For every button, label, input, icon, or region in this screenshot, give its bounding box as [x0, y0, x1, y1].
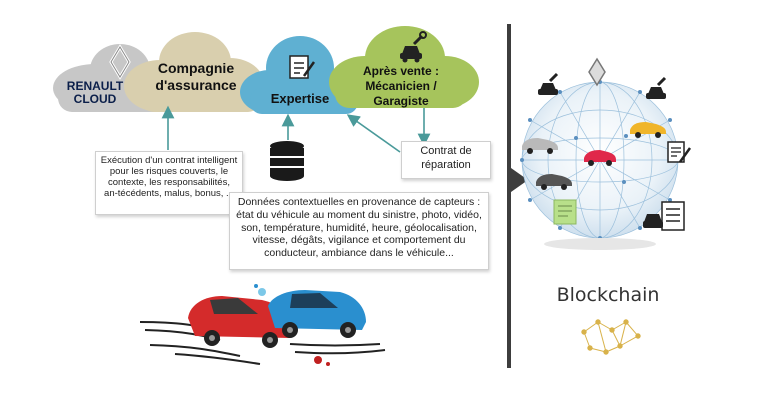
car-wrench-icon: [400, 31, 427, 63]
sensor-data-box: Données contextuelles en provenance de c…: [229, 192, 489, 270]
car-wrench-icon-right: [646, 76, 667, 99]
car-wrench-icon-left: [538, 72, 559, 95]
aftersales-label-line1: Après vente :: [362, 64, 440, 78]
divider-pointer: [511, 168, 528, 192]
renault-cloud-label: RENAULT CLOUD: [60, 80, 130, 106]
repair-contract-box: Contrat de réparation: [401, 141, 491, 179]
renault-label-line2: CLOUD: [73, 92, 117, 106]
smart-contract-box: Exécution d'un contrat intelligent pour …: [95, 151, 243, 215]
note-icon: [553, 199, 577, 225]
blockchain-network-icon: [581, 319, 641, 355]
skid-marks: [139, 321, 386, 365]
repair-contract-text: Contrat de réparation: [420, 145, 472, 171]
connector-arrows: [161, 105, 431, 153]
document-pen-icon-globe: [667, 141, 692, 163]
insurance-cloud-label: Compagnie d'assurance: [150, 60, 242, 94]
insurance-label-line2: d'assurance: [155, 77, 237, 93]
document-pen-icon: [289, 55, 316, 79]
aftersales-cloud-label: Après vente : Mécanicien / Garagiste: [336, 64, 466, 109]
renault-logo: [109, 44, 131, 80]
expertise-cloud-label: Expertise: [262, 90, 338, 107]
insurance-label-line1: Compagnie: [157, 60, 235, 76]
car-yellow-icon: [630, 122, 666, 138]
renault-logo-globe: [588, 57, 606, 87]
car-red-icon: [584, 150, 616, 166]
renault-label-line1: RENAULT: [66, 79, 124, 93]
sensor-data-text: Données contextuelles en provenance de c…: [236, 196, 482, 260]
blockchain-label: Blockchain: [556, 284, 660, 306]
car-grey-icon: [522, 138, 558, 154]
car-checklist-icon: [643, 201, 685, 231]
car-crash-illustration: [139, 284, 386, 366]
aftersales-label-line2: Mécanicien / Garagiste: [365, 79, 437, 108]
expertise-label: Expertise: [270, 91, 330, 106]
smart-contract-text: Exécution d'un contrat intelligent pour …: [100, 155, 238, 199]
car-dark-icon: [536, 174, 572, 190]
database-icon: [270, 141, 304, 181]
insurance-cloud: [124, 32, 264, 112]
arrow-repair-to-expertise: [346, 114, 401, 153]
